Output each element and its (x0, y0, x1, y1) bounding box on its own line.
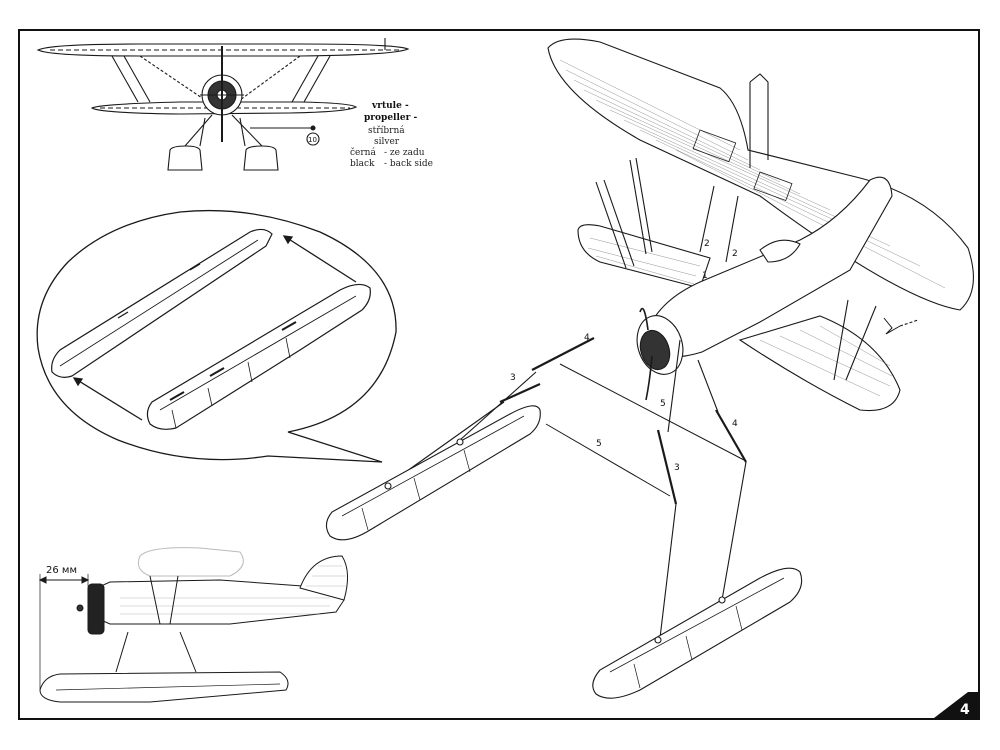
page-number: 4 (960, 702, 970, 718)
part-number-5b: 5 (660, 399, 666, 409)
propeller-color-en: silver (374, 137, 400, 147)
page-number-tab: 4 (934, 692, 978, 718)
part-number-3a: 3 (510, 373, 516, 383)
aircraft-isometric (325, 38, 974, 699)
part-number-2a: 2 (704, 239, 710, 249)
part-number-3b: 3 (674, 463, 680, 473)
propeller-back-en: black (350, 159, 375, 169)
propeller-label-cs: vrtule - (371, 101, 409, 111)
side-view (38, 547, 348, 703)
page-frame (18, 29, 980, 720)
float-detail-bubble (36, 209, 397, 463)
part-number-1: 1 (702, 271, 708, 281)
callout-10: 10 (308, 136, 317, 144)
propeller-back-cs: černá (350, 147, 376, 158)
part-number-4a: 4 (584, 333, 590, 343)
front-view (36, 38, 410, 171)
propeller-label-en: propeller - (364, 113, 417, 123)
propeller-back-cs-note: - ze zadu (384, 148, 425, 158)
part-numbers: 1 2 2 3 3 4 4 5 5 (510, 239, 738, 473)
part-number-5a: 5 (596, 439, 602, 449)
part-number-2b: 2 (732, 249, 738, 259)
propeller-note: vrtule - propeller - stříbrná silver čer… (350, 101, 433, 169)
propeller-color-cs: stříbrná (368, 125, 405, 136)
dimension-26mm: 26 мм (46, 565, 77, 576)
propeller-back-en-note: - back side (384, 159, 433, 169)
part-number-4b: 4 (732, 419, 738, 429)
